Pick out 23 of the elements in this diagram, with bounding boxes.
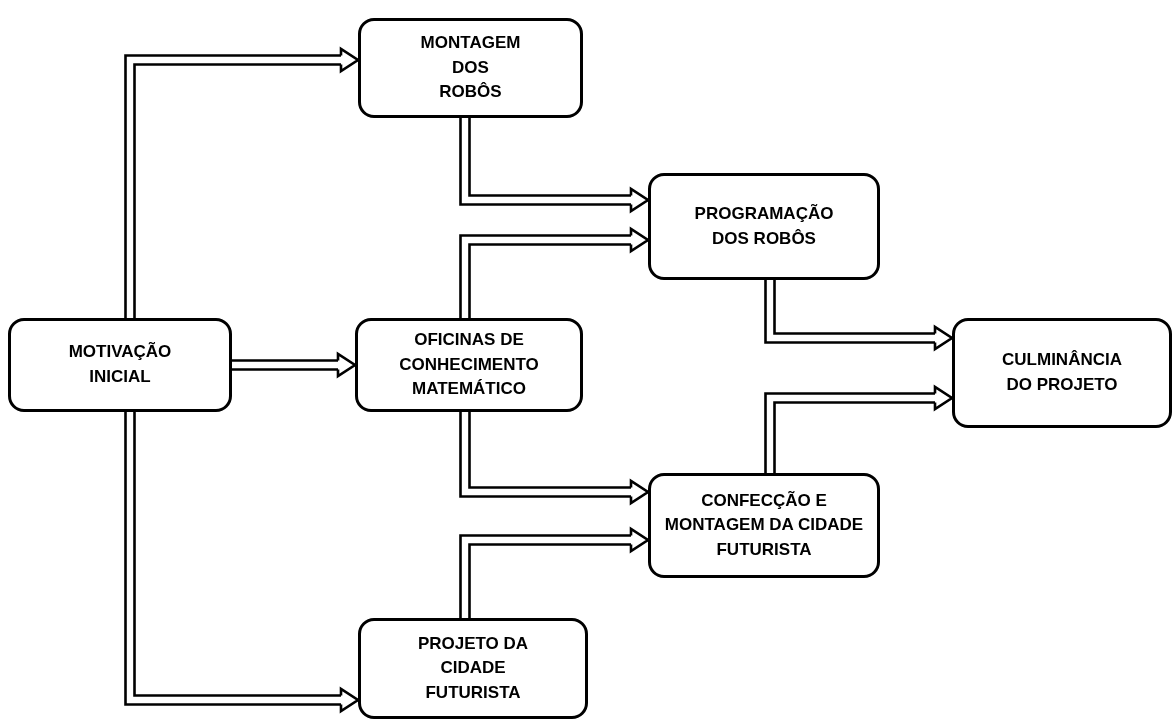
box-label: MONTAGEM DOS ROBÔS [420, 32, 521, 104]
process-box [952, 318, 1172, 428]
process-box [648, 173, 880, 280]
double-line-arrow [459, 227, 650, 320]
box-label: PROJETO DA CIDADE FUTURISTA [416, 632, 530, 704]
process-box [648, 473, 880, 578]
box-label: CULMINÂNCIA DO PROJETO [1001, 349, 1123, 396]
double-line-arrow [459, 116, 650, 213]
process-box [358, 18, 583, 118]
box-label: OFICINAS DE CONHECIMENTO MATEMÁTICO [398, 329, 540, 401]
box-label: MOTIVAÇÃO INICIAL [67, 341, 173, 388]
process-box [358, 618, 588, 719]
double-line-arrow [764, 278, 954, 351]
double-line-arrow [459, 410, 650, 505]
box-label: CONFECÇÃO E MONTAGEM DA CIDADE FUTURISTA [663, 489, 865, 561]
double-line-arrow [230, 352, 357, 378]
double-line-arrow [459, 527, 650, 620]
process-box [355, 318, 583, 412]
double-line-arrow [764, 385, 954, 475]
box-label: PROGRAMAÇÃO DOS ROBÔS [694, 202, 834, 250]
double-line-arrow [124, 47, 360, 320]
process-box [8, 318, 232, 412]
double-line-arrow [124, 410, 360, 713]
